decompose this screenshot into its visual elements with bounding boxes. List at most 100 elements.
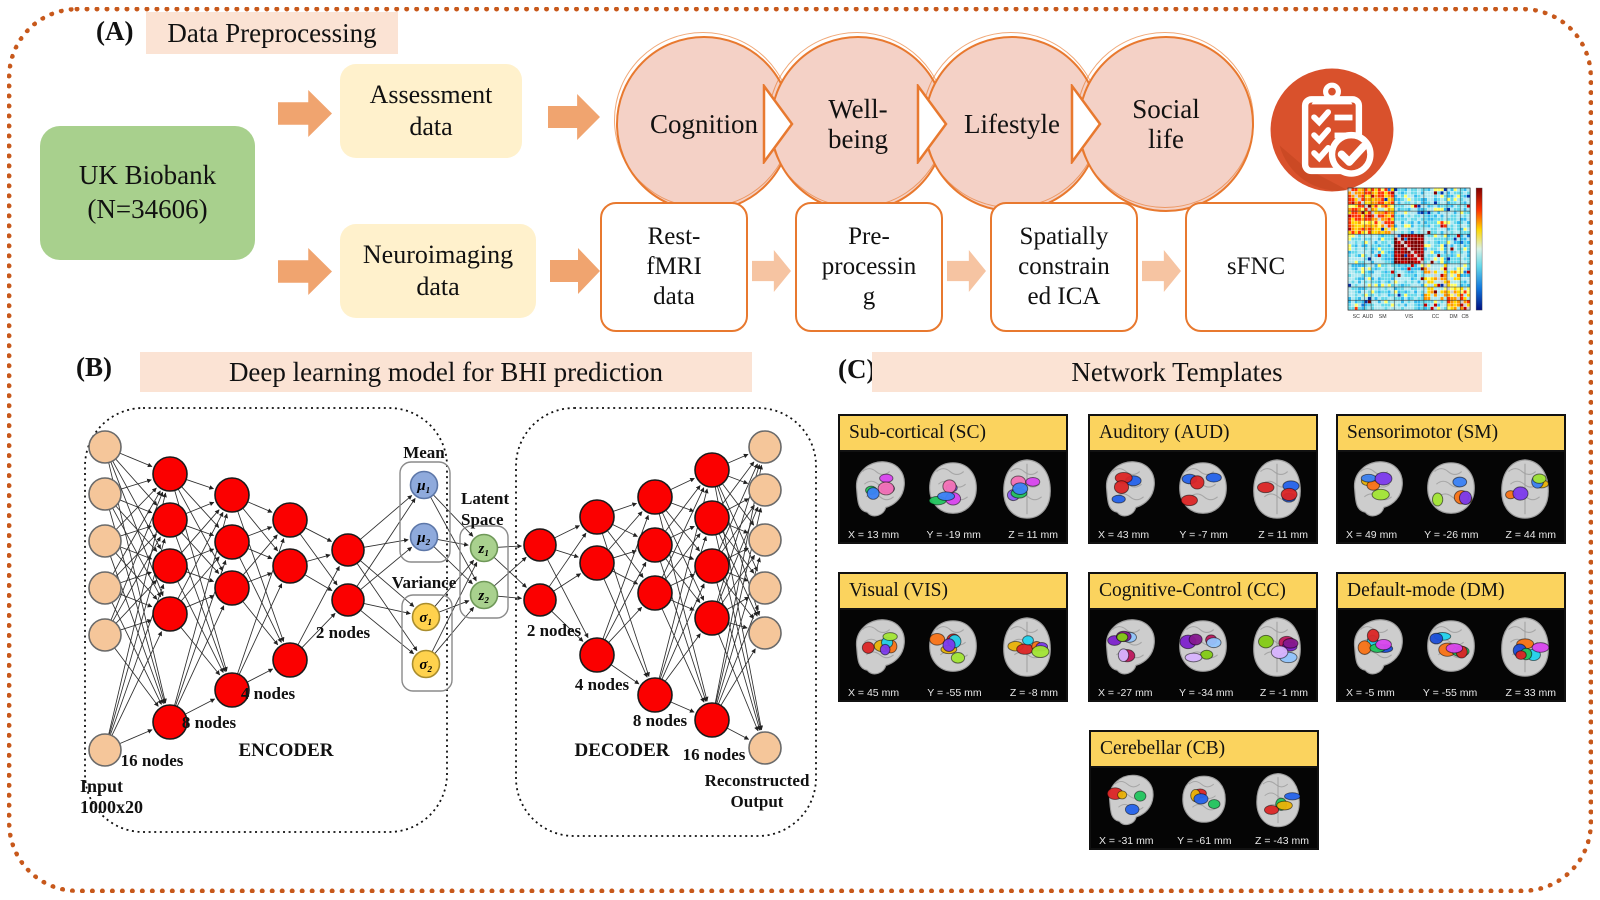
brain-slices bbox=[840, 610, 1066, 720]
svg-text:8 nodes: 8 nodes bbox=[182, 713, 237, 732]
coordinate-label: Z = 11 mm bbox=[1258, 529, 1308, 541]
svg-text:Mean: Mean bbox=[403, 443, 445, 462]
panel-c-label: (C) bbox=[838, 354, 876, 384]
brain-image bbox=[1106, 774, 1154, 826]
card-title: Visual (VIS) bbox=[840, 574, 1066, 610]
brain-image bbox=[856, 619, 905, 675]
brain-image bbox=[1427, 462, 1475, 514]
svg-text:16 nodes: 16 nodes bbox=[683, 745, 746, 764]
neuroimaging-data-box: Neuroimaging data bbox=[340, 224, 536, 318]
svg-text:AUD: AUD bbox=[1362, 314, 1373, 320]
brain-slices bbox=[1091, 768, 1317, 868]
network-card: Sub-cortical (SC) X = 13 mm Y = -19 mm Z = … bbox=[838, 414, 1068, 544]
svg-text:σ₂: σ₂ bbox=[419, 657, 432, 673]
svg-text:z₂: z₂ bbox=[477, 588, 489, 604]
svg-text:μ₁: μ₁ bbox=[416, 478, 431, 494]
network-card: Cognitive-Control (CC) X = -27 mm Y = -34 … bbox=[1088, 572, 1318, 702]
svg-text:Reconstructed: Reconstructed bbox=[705, 771, 810, 790]
chevron-right-icon bbox=[916, 84, 948, 164]
card-coordinates: X = 43 mm Y = -7 mm Z = 11 mm bbox=[1090, 529, 1316, 541]
svg-text:DECODER: DECODER bbox=[574, 740, 669, 761]
assessment-item-lifestyle: Lifestyle bbox=[922, 32, 1100, 212]
chevron-right-icon bbox=[762, 84, 794, 164]
svg-text:2 nodes: 2 nodes bbox=[316, 623, 371, 642]
flow-arrow-icon bbox=[550, 248, 600, 294]
svg-text:1000x20: 1000x20 bbox=[80, 797, 143, 817]
pipeline-box-preprocessing: Pre- processin g bbox=[795, 202, 943, 332]
svg-text:4 nodes: 4 nodes bbox=[241, 684, 296, 703]
flow-arrow-icon bbox=[278, 248, 332, 295]
svg-text:8 nodes: 8 nodes bbox=[633, 711, 688, 730]
svg-text:μ₂: μ₂ bbox=[416, 530, 431, 546]
coordinate-label: Y = -55 mm bbox=[927, 687, 982, 699]
brain-slices bbox=[1090, 452, 1316, 562]
brain-image bbox=[1501, 617, 1550, 677]
coordinate-label: Z = 44 mm bbox=[1505, 529, 1556, 541]
brain-image bbox=[1003, 459, 1051, 519]
panel-a-label: (A) bbox=[96, 16, 134, 46]
brain-image bbox=[856, 461, 905, 517]
panel-c-title: Network Templates bbox=[872, 352, 1482, 392]
coordinate-label: X = 43 mm bbox=[1098, 529, 1150, 541]
flow-arrow-icon bbox=[1142, 250, 1181, 292]
brain-image bbox=[1253, 617, 1301, 677]
pipeline-box-ica: Spatially constrain ed ICA bbox=[990, 202, 1138, 332]
brain-image bbox=[1003, 617, 1051, 677]
card-coordinates: X = 13 mm Y = -19 mm Z = 11 mm bbox=[840, 529, 1066, 541]
card-title: Cognitive-Control (CC) bbox=[1090, 574, 1316, 610]
svg-text:2 nodes: 2 nodes bbox=[527, 621, 582, 640]
svg-text:4 nodes: 4 nodes bbox=[575, 675, 630, 694]
svg-text:CB: CB bbox=[1462, 314, 1470, 320]
assessment-item-sociallife: Social life bbox=[1076, 32, 1254, 212]
brain-slices bbox=[1090, 610, 1316, 720]
coordinate-label: Z = 33 mm bbox=[1505, 687, 1556, 699]
brain-image bbox=[928, 462, 977, 514]
svg-text:Output: Output bbox=[731, 792, 784, 811]
coordinate-label: X = -27 mm bbox=[1098, 687, 1153, 699]
coordinate-label: X = 45 mm bbox=[848, 687, 900, 699]
coordinate-label: Z = 11 mm bbox=[1008, 529, 1058, 541]
svg-text:VIS: VIS bbox=[1405, 314, 1414, 320]
coordinate-label: X = 13 mm bbox=[848, 529, 900, 541]
brain-image bbox=[1182, 775, 1226, 823]
svg-text:SC: SC bbox=[1353, 314, 1360, 320]
svg-text:Latent: Latent bbox=[461, 489, 510, 508]
flow-arrow-icon bbox=[548, 94, 600, 140]
card-coordinates: X = -5 mm Y = -55 mm Z = 33 mm bbox=[1338, 687, 1564, 699]
brain-image bbox=[1179, 620, 1227, 672]
svg-text:σ₁: σ₁ bbox=[419, 610, 432, 626]
brain-image bbox=[1427, 620, 1475, 672]
coordinate-label: Y = -7 mm bbox=[1179, 529, 1228, 541]
coordinate-label: X = -31 mm bbox=[1099, 835, 1154, 847]
coordinate-label: Y = -34 mm bbox=[1179, 687, 1234, 699]
svg-text:Space: Space bbox=[461, 510, 504, 529]
coordinate-label: Y = -61 mm bbox=[1177, 835, 1232, 847]
coordinate-label: X = -5 mm bbox=[1346, 687, 1395, 699]
panel-a-title: Data Preprocessing bbox=[146, 12, 398, 54]
coordinate-label: Z = -8 mm bbox=[1009, 687, 1058, 699]
svg-text:ENCODER: ENCODER bbox=[238, 740, 333, 761]
brain-image bbox=[1106, 619, 1155, 675]
svg-text:SM: SM bbox=[1379, 314, 1387, 320]
card-title: Sub-cortical (SC) bbox=[840, 416, 1066, 452]
coordinate-label: Y = -55 mm bbox=[1422, 687, 1478, 699]
pipeline-box-sfnc: sFNC bbox=[1185, 202, 1327, 332]
brain-slices bbox=[840, 452, 1066, 562]
svg-text:16 nodes: 16 nodes bbox=[121, 751, 184, 770]
flow-arrow-icon bbox=[278, 90, 332, 137]
svg-text:Variance: Variance bbox=[392, 573, 457, 592]
flow-arrow-icon bbox=[947, 250, 986, 292]
brain-image bbox=[929, 620, 977, 672]
coordinate-label: Y = -26 mm bbox=[1424, 529, 1479, 541]
brain-image bbox=[1501, 459, 1549, 519]
pipeline-box-restfmri: Rest- fMRI data bbox=[600, 202, 748, 332]
network-card: Visual (VIS) X = 45 mm Y = -55 mm Z = -8 mm bbox=[838, 572, 1068, 702]
coordinate-label: Y = -19 mm bbox=[926, 529, 981, 541]
card-title: Cerebellar (CB) bbox=[1091, 732, 1317, 768]
svg-text:z₁: z₁ bbox=[477, 541, 489, 557]
